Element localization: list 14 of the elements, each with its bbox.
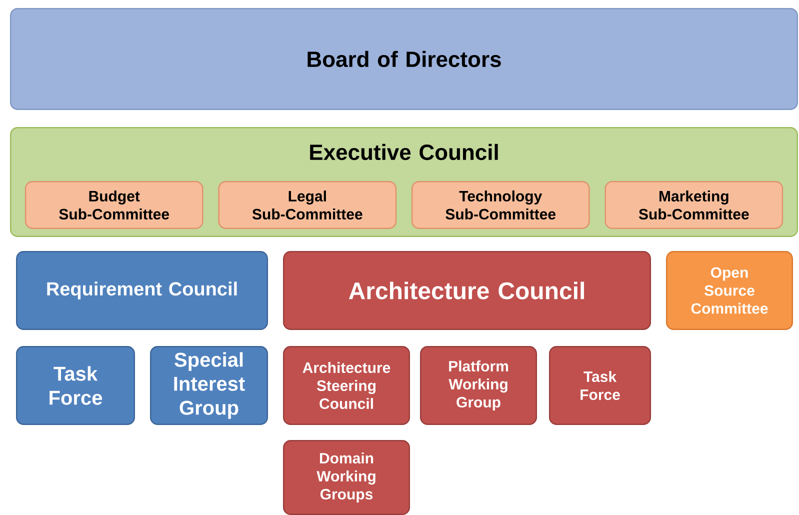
- committee-box: Marketing Sub-Committee: [604, 181, 784, 229]
- group-box: Architecture Steering Council: [283, 346, 410, 425]
- committee-box: Technology Sub-Committee: [411, 181, 590, 229]
- group-box: Special Interest Group: [150, 346, 268, 425]
- group-box: Task Force: [549, 346, 651, 425]
- group-box: Domain Working Groups: [283, 440, 410, 515]
- group-box: Task Force: [16, 346, 135, 425]
- council-box: Requirement Council: [16, 251, 268, 330]
- board-box: Board of Directors: [10, 8, 798, 110]
- committee-box: Legal Sub-Committee: [218, 181, 397, 229]
- council-box: Architecture Council: [283, 251, 651, 330]
- group-box: Platform Working Group: [420, 346, 537, 425]
- committee-box: Open Source Committee: [666, 251, 793, 330]
- committee-box: Budget Sub-Committee: [24, 181, 204, 229]
